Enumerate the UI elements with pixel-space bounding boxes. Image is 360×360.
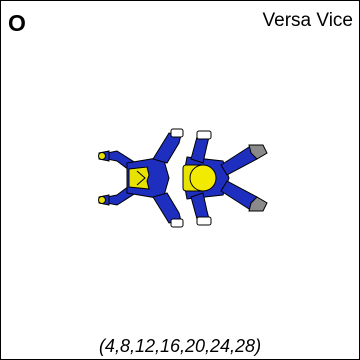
right-jumper-grip-lower	[196, 216, 212, 226]
right-jumper-arm-lower	[190, 192, 210, 220]
left-jumper-arm-upper	[152, 132, 182, 164]
left-jumper-arm-lower	[152, 192, 182, 224]
right-jumper-icon	[182, 130, 268, 226]
left-jumper-grip-lower	[170, 218, 184, 228]
formation-sequence: (4,8,12,16,20,24,28)	[98, 336, 262, 356]
right-jumper-arm-upper	[190, 136, 210, 164]
right-jumper-helmet	[189, 164, 217, 192]
right-jumper-grip-upper	[196, 130, 212, 140]
formation-letter: O	[8, 10, 26, 36]
right-jumper-bootie-upper	[248, 144, 268, 160]
left-jumper-grip-upper	[170, 128, 184, 138]
formation-figure	[98, 128, 268, 228]
left-jumper-harness	[128, 166, 150, 190]
right-jumper-bootie-lower	[248, 196, 268, 212]
left-jumper-icon	[98, 128, 184, 228]
formation-name: Versa Vice	[262, 10, 353, 31]
